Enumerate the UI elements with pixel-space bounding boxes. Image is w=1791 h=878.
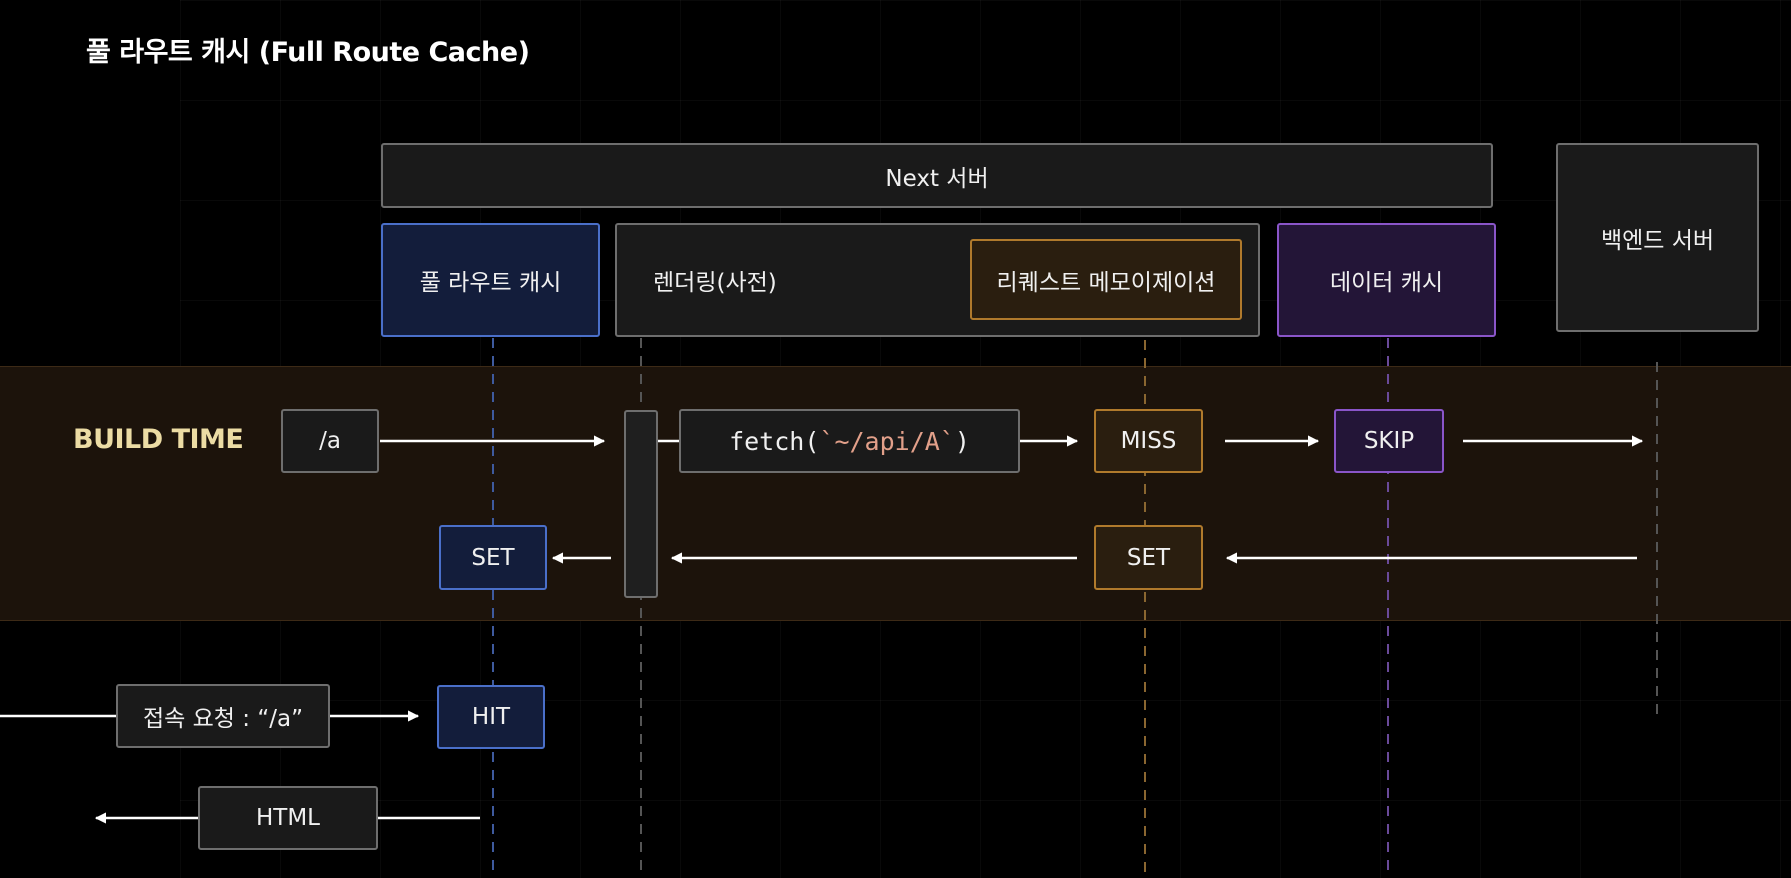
full-route-cache-box: 풀 라우트 캐시	[381, 223, 600, 337]
backend-server-box: 백엔드 서버	[1556, 143, 1759, 332]
page-title: 풀 라우트 캐시 (Full Route Cache)	[86, 37, 530, 68]
memoization-set-badge: SET	[1094, 525, 1203, 590]
skip-badge: SKIP	[1334, 409, 1444, 473]
request-label: 접속 요청 : “/a”	[143, 706, 303, 732]
data-cache-label: 데이터 캐시	[1329, 270, 1444, 296]
hit-label: HIT	[471, 704, 511, 730]
rendering-label: 렌더링(사전)	[653, 270, 777, 296]
route-cache-set-label: SET	[471, 544, 515, 571]
route-cache-set-badge: SET	[439, 525, 547, 590]
request-box: 접속 요청 : “/a”	[116, 684, 330, 748]
fetch-call-box: fetch(`~/api/A`)	[679, 409, 1020, 473]
request-memoization-label: 리퀘스트 메모이제이션	[996, 269, 1216, 296]
skip-label: SKIP	[1363, 428, 1415, 454]
hit-badge: HIT	[437, 685, 545, 749]
route-label: /a	[319, 428, 341, 454]
next-server-box: Next 서버	[381, 143, 1493, 208]
backend-server-label: 백엔드 서버	[1600, 227, 1715, 254]
request-memoization-box: 리퀘스트 메모이제이션	[970, 239, 1242, 320]
route-box: /a	[281, 409, 379, 473]
build-time-band	[0, 366, 1791, 621]
miss-label: MISS	[1120, 428, 1177, 454]
next-server-label: Next 서버	[885, 165, 989, 192]
data-cache-box: 데이터 캐시	[1277, 223, 1496, 337]
rendering-activation-bar	[624, 410, 658, 598]
html-label: HTML	[255, 805, 320, 831]
full-route-cache-label: 풀 라우트 캐시	[419, 270, 562, 296]
fetch-prefix: fetch(	[729, 426, 820, 456]
fetch-suffix: )	[954, 426, 970, 456]
build-time-label: BUILD TIME	[73, 424, 244, 455]
miss-badge: MISS	[1094, 409, 1203, 473]
fetch-arg: `~/api/A`	[819, 426, 955, 456]
memoization-set-label: SET	[1126, 544, 1171, 571]
html-box: HTML	[198, 786, 378, 850]
